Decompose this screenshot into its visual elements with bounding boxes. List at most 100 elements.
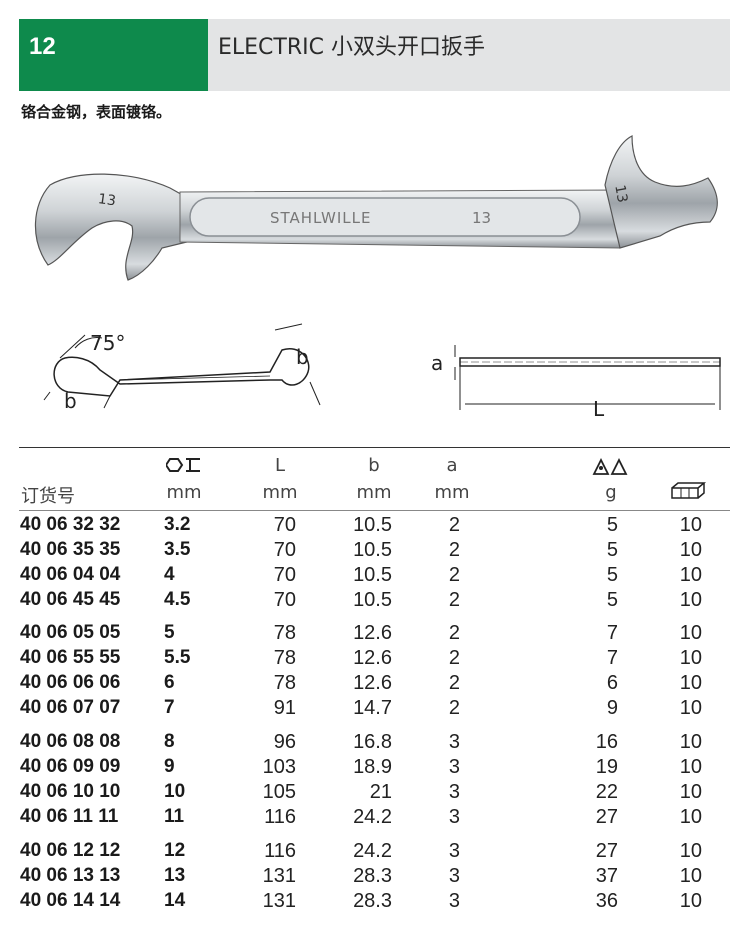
cell-b: 10.5 <box>353 589 392 611</box>
cell-a: 2 <box>448 697 460 719</box>
cell-L: 70 <box>273 514 296 536</box>
cell-b: 14.7 <box>353 697 392 719</box>
cell-pack: 10 <box>679 756 702 778</box>
L-header: L <box>274 455 286 476</box>
cell-pack: 10 <box>679 672 702 694</box>
cell-code: 40 06 09 09 <box>20 756 121 777</box>
cell-pack: 10 <box>679 806 702 828</box>
wrench-centerline <box>119 375 271 381</box>
cell-size: 10 <box>164 781 186 802</box>
cell-a: 2 <box>448 622 460 644</box>
cell-size: 13 <box>164 865 186 886</box>
left-size-mark: 13 <box>97 191 117 209</box>
cell-pack: 10 <box>679 622 702 644</box>
cell-g: 27 <box>595 840 618 862</box>
cell-code: 40 06 08 08 <box>20 731 121 752</box>
cell-g: 6 <box>606 672 618 694</box>
cell-g: 9 <box>606 697 618 719</box>
cell-b: 24.2 <box>353 840 392 862</box>
cell-code: 40 06 05 05 <box>20 622 121 643</box>
b-unit: mm <box>356 482 392 503</box>
cell-pack: 10 <box>679 890 702 912</box>
cell-b: 28.3 <box>353 865 392 887</box>
cell-pack: 10 <box>679 865 702 887</box>
cell-g: 7 <box>606 622 618 644</box>
b-header: b <box>368 455 380 476</box>
cell-L: 70 <box>273 539 296 561</box>
cell-pack: 10 <box>679 589 702 611</box>
cell-code: 40 06 07 07 <box>20 697 121 718</box>
page-title: ELECTRIC 小双头开口扳手 <box>218 35 485 60</box>
cell-size: 9 <box>164 756 175 777</box>
cell-pack: 10 <box>679 564 702 586</box>
cell-a: 2 <box>448 564 460 586</box>
cell-L: 131 <box>262 865 296 887</box>
brand-mark: STAHLWILLE <box>270 209 372 227</box>
cell-a: 2 <box>448 672 460 694</box>
order-no-header: 订货号 <box>21 486 75 507</box>
cell-code: 40 06 12 12 <box>20 840 121 861</box>
cell-L: 70 <box>273 589 296 611</box>
section-header: 12 ELECTRIC 小双头开口扳手 <box>19 19 730 91</box>
cell-b: 10.5 <box>353 514 392 536</box>
cell-b: 21 <box>369 781 392 803</box>
cell-b: 28.3 <box>353 890 392 912</box>
cell-a: 3 <box>448 731 460 753</box>
table-header-rule <box>19 510 730 511</box>
cell-b: 12.6 <box>353 672 392 694</box>
table-top-rule <box>19 447 730 448</box>
cell-code: 40 06 06 06 <box>20 672 121 693</box>
cell-b: 16.8 <box>353 731 392 753</box>
cell-L: 116 <box>264 806 296 828</box>
cell-b: 12.6 <box>353 647 392 669</box>
cell-a: 2 <box>448 514 460 536</box>
a-label: a <box>431 351 443 375</box>
cell-size: 7 <box>164 697 175 718</box>
b-label-left: b <box>64 389 77 413</box>
cell-L: 78 <box>273 622 296 644</box>
cell-L: 91 <box>273 697 296 719</box>
cell-b: 12.6 <box>353 622 392 644</box>
a-unit: mm <box>434 482 470 503</box>
cell-g: 27 <box>595 806 618 828</box>
cell-size: 6 <box>164 672 175 693</box>
b-dim-line-top <box>274 323 303 331</box>
cell-g: 36 <box>595 890 618 912</box>
cell-g: 7 <box>606 647 618 669</box>
b-label-right: b <box>296 345 309 369</box>
cell-g: 19 <box>595 756 618 778</box>
cell-pack: 10 <box>679 781 702 803</box>
cell-b: 24.2 <box>353 806 392 828</box>
cell-pack: 10 <box>679 514 702 536</box>
right-size-mark: 13 <box>611 184 630 204</box>
cell-size: 4.5 <box>164 589 191 610</box>
cell-size: 3.2 <box>164 514 191 535</box>
weight-icon <box>592 457 628 475</box>
cell-size: 3.5 <box>164 539 191 560</box>
title-block: ELECTRIC 小双头开口扳手 <box>208 19 730 91</box>
cell-code: 40 06 45 45 <box>20 589 121 610</box>
cell-size: 5 <box>164 622 175 643</box>
cell-code: 40 06 13 13 <box>20 865 121 886</box>
cell-L: 131 <box>262 890 296 912</box>
cell-L: 96 <box>273 731 296 753</box>
cell-pack: 10 <box>679 840 702 862</box>
size-unit: mm <box>166 482 202 503</box>
cell-b: 10.5 <box>353 564 392 586</box>
angle-line <box>59 334 86 359</box>
cell-g: 5 <box>606 514 618 536</box>
cell-g: 16 <box>595 731 618 753</box>
right-jaw-shape <box>604 135 718 249</box>
cell-size: 11 <box>164 806 185 827</box>
top-view-diagram: 75° b b <box>43 323 321 413</box>
cell-code: 40 06 32 32 <box>20 514 121 535</box>
cell-code: 40 06 55 55 <box>20 647 121 668</box>
cell-pack: 10 <box>679 697 702 719</box>
cell-b: 10.5 <box>353 539 392 561</box>
cell-pack: 10 <box>679 539 702 561</box>
cell-size: 4 <box>164 564 175 585</box>
cell-code: 40 06 35 35 <box>20 539 121 560</box>
cell-a: 3 <box>448 840 460 862</box>
cell-a: 3 <box>448 806 460 828</box>
wrench-outline <box>53 347 310 397</box>
